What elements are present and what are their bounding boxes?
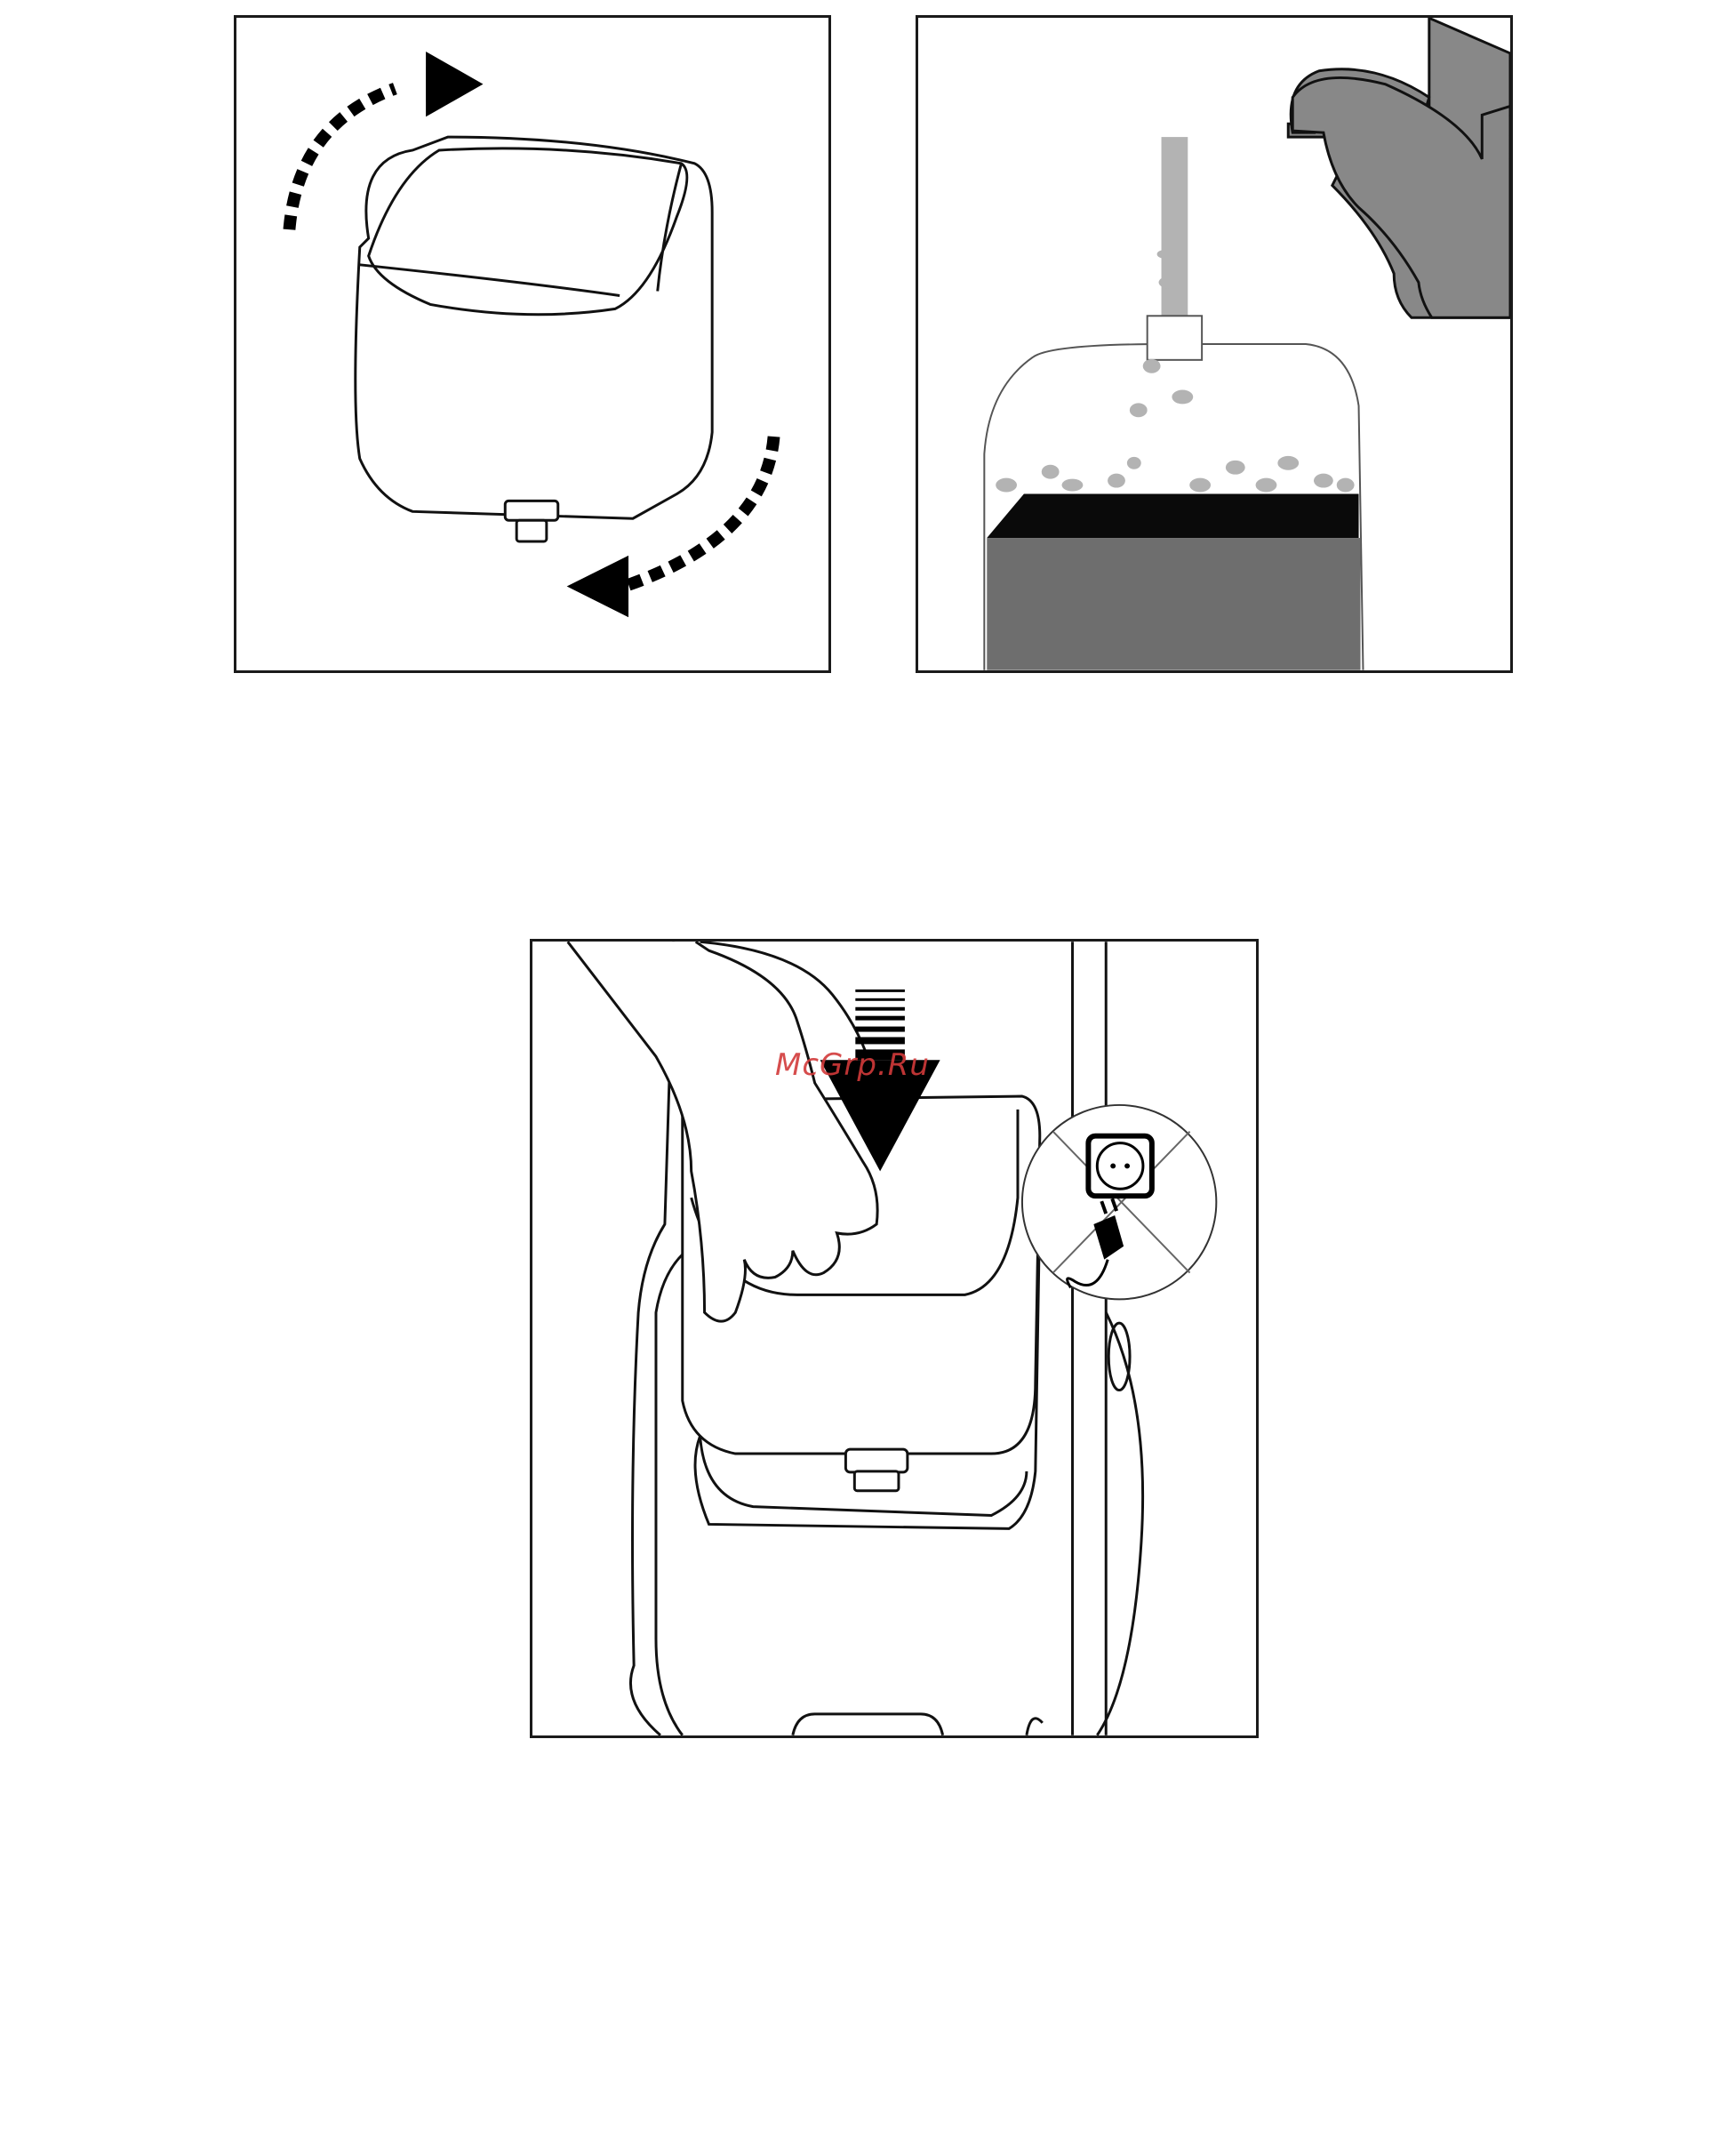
tank-water — [987, 538, 1360, 670]
tank-water-top — [987, 493, 1358, 538]
figure-flip-tank — [234, 15, 831, 673]
arrowhead-bottom — [567, 556, 628, 617]
water-tank-icon — [356, 137, 712, 541]
watermark: McGrp.Ru — [775, 1047, 930, 1083]
open-tank-icon — [984, 316, 1363, 669]
fill-tank-illustration — [918, 18, 1510, 670]
flip-tank-illustration — [236, 18, 828, 670]
unplugged-warning-icon — [1022, 1105, 1216, 1299]
arrowhead-top — [426, 52, 483, 116]
figure-fill-tank — [916, 15, 1513, 673]
hand-icon — [568, 942, 877, 1321]
